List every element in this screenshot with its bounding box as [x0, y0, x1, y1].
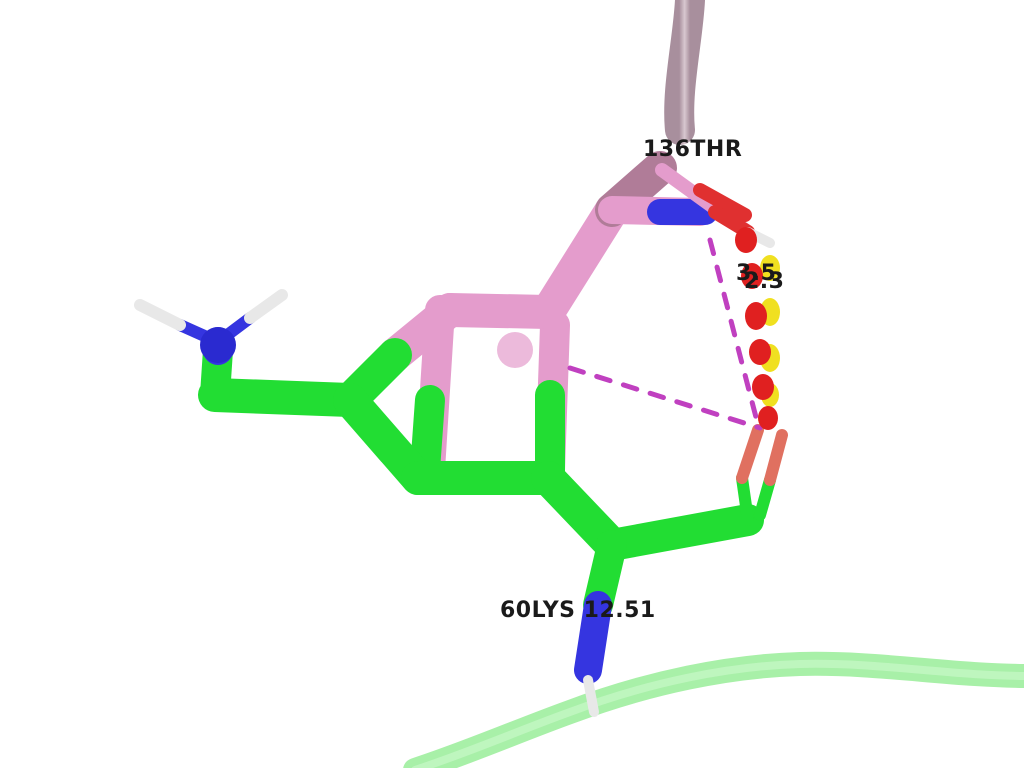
lys-residue-sticks — [134, 289, 788, 717]
hbond-dashes — [567, 237, 763, 431]
residue-label-lys: 60LYS 12.51 — [500, 598, 656, 623]
distance-label-a: 3.5 — [736, 261, 777, 286]
cartoon-ribbon-lys — [403, 651, 1024, 768]
contact-dots — [735, 227, 780, 430]
distance-label-b: 2.3 — [744, 269, 785, 294]
thr-residue-sticks — [378, 151, 775, 372]
residue-label-thr: 136THR — [643, 137, 743, 162]
cartoon-ribbon-thr — [664, 0, 705, 145]
